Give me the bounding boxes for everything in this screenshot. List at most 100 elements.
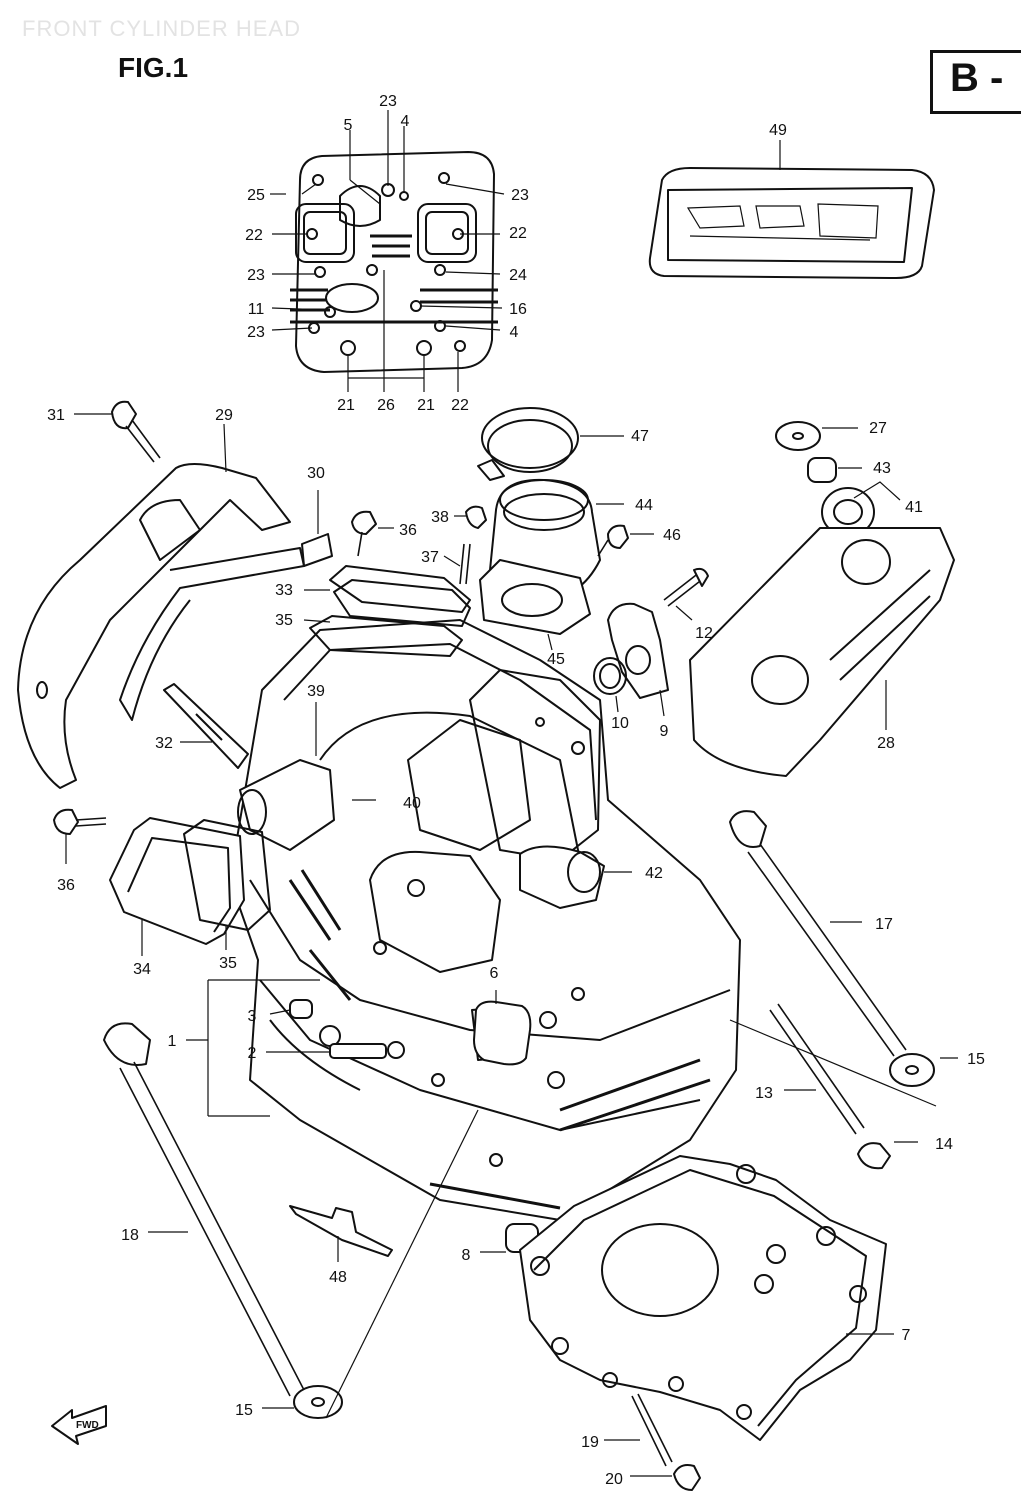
spark-plug-32	[163, 683, 249, 769]
head-top-view-inset	[290, 151, 498, 373]
head-cover-28	[689, 527, 955, 777]
cover-assembly-30-33-35	[119, 490, 471, 721]
callout-number-30: 30	[307, 465, 325, 482]
callout-number-24: 24	[509, 267, 527, 284]
callout-number-19: 19	[581, 1434, 599, 1451]
callout-number-26: 26	[377, 397, 395, 414]
fwd-label: FWD	[76, 1420, 99, 1431]
grommet-41	[821, 481, 901, 537]
head-gasket-7	[519, 1155, 894, 1441]
callout-number-2: 2	[248, 1045, 257, 1062]
cover-gasket-35-lower	[183, 819, 271, 950]
stud-13	[769, 1003, 865, 1135]
callout-number-12: 12	[695, 625, 713, 642]
figure-title: FIG.1	[118, 52, 189, 83]
stud-2	[266, 1043, 387, 1059]
callout-number-33: 33	[275, 582, 293, 599]
bolt-36-lower	[53, 808, 107, 864]
callout-number-35: 35	[219, 955, 237, 972]
nut-14	[857, 1141, 918, 1170]
stud-37	[443, 543, 471, 585]
bolt-12	[663, 567, 709, 621]
callout-number-6: 6	[490, 965, 499, 982]
callout-number-17: 17	[875, 916, 893, 933]
callout-number-22: 22	[451, 397, 469, 414]
callout-number-4: 4	[401, 113, 410, 130]
callout-number-37: 37	[421, 549, 439, 566]
callout-number-47: 47	[631, 428, 649, 445]
callout-number-15: 15	[967, 1051, 985, 1068]
washer-15-right	[729, 1019, 958, 1107]
callout-number-16: 16	[509, 301, 527, 318]
callout-number-34: 34	[133, 961, 151, 978]
long-bolt-18	[103, 1022, 305, 1397]
callout-number-14: 14	[935, 1136, 953, 1153]
side-cover-29	[17, 423, 291, 789]
callout-number-39: 39	[307, 683, 325, 700]
callout-number-38: 38	[431, 509, 449, 526]
clamp-47	[477, 407, 624, 481]
gasket-6	[473, 990, 532, 1066]
callout-number-45: 45	[547, 651, 565, 668]
bolt-46	[597, 524, 654, 557]
callout-number-21: 21	[337, 397, 355, 414]
nut-20	[630, 1464, 701, 1491]
fitting-9	[607, 602, 669, 717]
callout-number-9: 9	[660, 723, 669, 740]
callout-bracket-1	[186, 979, 320, 1117]
faint-page-title: FRONT CYLINDER HEAD	[22, 16, 301, 41]
callout-number-22: 22	[245, 227, 263, 244]
callout-number-29: 29	[215, 407, 233, 424]
callout-number-18: 18	[121, 1227, 139, 1244]
callout-number-48: 48	[329, 1269, 347, 1286]
callout-number-8: 8	[462, 1247, 471, 1264]
bolt-31	[74, 400, 161, 463]
callout-number-23: 23	[247, 324, 265, 341]
manifold-gasket-45	[479, 559, 591, 651]
callout-number-43: 43	[873, 460, 891, 477]
callout-number-31: 31	[47, 407, 65, 424]
callout-number-21: 21	[417, 397, 435, 414]
washer-15-bottom	[262, 1109, 479, 1419]
cylinder-head-body	[229, 619, 741, 1221]
dowel-pin-3	[269, 999, 313, 1019]
callout-number-1: 1	[168, 1033, 177, 1050]
nut-38	[454, 505, 487, 529]
callout-number-23: 23	[247, 267, 265, 284]
callout-number-13: 13	[755, 1085, 773, 1102]
callout-number-22: 22	[509, 225, 527, 242]
inset-leader-lines	[270, 110, 505, 392]
stud-19	[604, 1393, 673, 1467]
callout-number-32: 32	[155, 735, 173, 752]
head-cover-gasket-49	[648, 140, 935, 279]
callout-number-23: 23	[511, 187, 529, 204]
callout-number-25: 25	[247, 187, 265, 204]
callout-number-23: 23	[379, 93, 397, 110]
bolt-36-upper	[351, 510, 394, 557]
callout-number-46: 46	[663, 527, 681, 544]
callout-number-42: 42	[645, 865, 663, 882]
forward-direction-arrow: FWD	[51, 1405, 107, 1445]
plug-42	[519, 845, 632, 909]
long-bolt-17	[729, 810, 907, 1057]
callout-number-7: 7	[902, 1327, 911, 1344]
callout-number-5: 5	[344, 117, 353, 134]
callout-number-11: 11	[248, 301, 265, 318]
callout-number-49: 49	[769, 122, 787, 139]
callout-number-4: 4	[510, 324, 519, 341]
callout-number-15: 15	[235, 1402, 253, 1419]
callout-number-20: 20	[605, 1471, 623, 1488]
callout-number-44: 44	[635, 497, 653, 514]
section-tab-label: B -	[950, 56, 1004, 100]
callout-number-10: 10	[611, 715, 629, 732]
section-tab-frame	[930, 50, 1021, 114]
callout-number-28: 28	[877, 735, 895, 752]
grommet-43	[807, 457, 862, 483]
o-ring-10	[593, 657, 627, 713]
callout-number-36: 36	[57, 877, 75, 894]
part-48	[289, 1205, 393, 1262]
callout-number-41: 41	[905, 499, 923, 516]
callout-number-36: 36	[399, 522, 417, 539]
